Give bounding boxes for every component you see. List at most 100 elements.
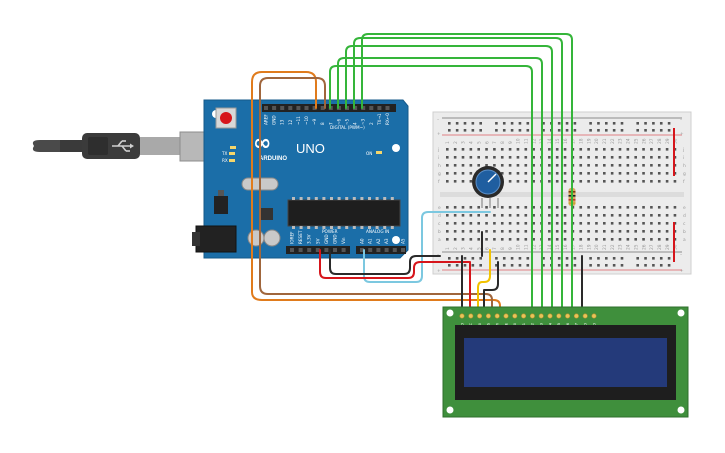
rail-hole — [495, 122, 498, 125]
digital-header-pin[interactable] — [361, 106, 366, 110]
power-header-pin[interactable] — [324, 248, 329, 252]
digital-header-pin[interactable] — [377, 106, 382, 110]
breadboard-hole — [642, 180, 645, 183]
lcd-pin[interactable] — [468, 313, 474, 319]
breadboard-hole — [516, 238, 520, 241]
digital-header-pin[interactable] — [272, 106, 277, 110]
breadboard-hole — [579, 164, 583, 167]
breadboard-column-number: 29 — [665, 138, 671, 144]
breadboard-hole — [603, 230, 606, 233]
breadboard-hole — [477, 230, 480, 233]
digital-header-pin[interactable] — [353, 106, 358, 110]
digital-header-pin[interactable] — [280, 106, 285, 110]
breadboard-hole — [485, 214, 488, 217]
lcd-pin[interactable] — [547, 313, 553, 319]
power-header-pin[interactable] — [315, 248, 320, 252]
analog-header-pin[interactable] — [401, 248, 405, 252]
rail-minus-label: – — [680, 253, 682, 258]
digital-header-pin[interactable] — [312, 106, 317, 110]
breadboard-hole — [446, 156, 449, 159]
breadboard-hole — [453, 180, 457, 183]
breadboard-hole — [555, 180, 559, 183]
digital-header-pin[interactable] — [264, 106, 268, 110]
digital-header-pin[interactable] — [304, 106, 309, 110]
lcd-pin[interactable] — [477, 313, 483, 319]
digital-header-pin[interactable] — [369, 106, 374, 110]
breadboard-hole — [453, 148, 457, 151]
digital-header-pin[interactable] — [296, 106, 301, 110]
breadboard-hole — [595, 222, 598, 225]
breadboard-hole — [524, 206, 528, 209]
analog-header-pin[interactable] — [392, 248, 397, 252]
breadboard-column-number: 25 — [633, 244, 639, 250]
atmega-chip — [287, 199, 401, 227]
breadboard-hole — [532, 238, 535, 241]
chip-pin — [299, 197, 303, 200]
reset-button-cap[interactable] — [220, 112, 232, 124]
lcd-pin[interactable] — [556, 313, 562, 319]
power-header-pin[interactable] — [341, 248, 346, 252]
lcd-pin[interactable] — [529, 313, 535, 319]
breadboard-column-number: 25 — [633, 138, 639, 144]
lcd-pin[interactable] — [521, 313, 527, 319]
lcd-pin[interactable] — [512, 313, 518, 319]
breadboard-row-letter: i — [683, 155, 684, 161]
lcd-pin[interactable] — [485, 313, 491, 319]
breadboard-hole — [665, 238, 669, 241]
rail-hole — [565, 122, 569, 125]
lcd-pin[interactable] — [494, 313, 500, 319]
breadboard-hole — [634, 180, 637, 183]
breadboard-hole — [657, 148, 661, 151]
breadboard-hole — [548, 172, 551, 175]
analog-header-pin[interactable] — [368, 248, 373, 252]
breadboard-row-letter: h — [683, 163, 686, 169]
potentiometer[interactable] — [472, 166, 504, 208]
breadboard-hole — [508, 222, 512, 225]
rail-hole — [620, 122, 624, 125]
digital-header-pin[interactable] — [320, 106, 325, 110]
digital-header-pin[interactable] — [385, 106, 390, 110]
rail-hole — [589, 264, 592, 267]
rail-hole — [636, 257, 639, 260]
lcd-pin[interactable] — [565, 313, 571, 319]
breadboard-hole — [626, 214, 630, 217]
breadboard-hole — [548, 164, 551, 167]
breadboard-hole — [477, 148, 480, 151]
breadboard-hole — [493, 230, 496, 233]
wire-green — [337, 57, 543, 319]
breadboard-hole — [516, 180, 520, 183]
lcd-pin[interactable] — [573, 313, 579, 319]
lcd-pin[interactable] — [459, 313, 465, 319]
lcd-pin[interactable] — [503, 313, 509, 319]
breadboard-hole — [618, 214, 622, 217]
lcd-pin[interactable] — [582, 313, 588, 319]
lcd-pin[interactable] — [591, 313, 597, 319]
analog-header-pin[interactable] — [360, 248, 364, 252]
breadboard-hole — [634, 214, 637, 217]
power-header-pin[interactable] — [333, 248, 337, 252]
digital-header-pin[interactable] — [288, 106, 293, 110]
chip-pin — [352, 226, 356, 229]
breadboard-column-number: 15 — [555, 244, 561, 250]
breadboard-hole — [477, 206, 480, 209]
rail-hole — [502, 122, 506, 125]
power-header-pin[interactable] — [298, 248, 303, 252]
digital-pin-label: 12 — [288, 119, 293, 125]
rail-hole — [479, 264, 482, 267]
power-header-pin[interactable] — [307, 248, 312, 252]
power-header-pin[interactable] — [290, 248, 294, 252]
breadboard-hole — [626, 172, 630, 175]
breadboard-row-letter: f — [683, 179, 685, 185]
breadboard-hole — [603, 164, 606, 167]
breadboard-hole — [650, 148, 653, 151]
breadboard-hole — [524, 180, 528, 183]
analog-header-pin[interactable] — [384, 248, 389, 252]
breadboard-column-number: 29 — [665, 244, 671, 250]
breadboard-hole — [595, 238, 598, 241]
analog-header-pin[interactable] — [376, 248, 381, 252]
breadboard-hole — [555, 156, 559, 159]
rail-minus-label: – — [437, 118, 439, 123]
lcd-pin[interactable] — [538, 313, 544, 319]
rail-hole — [589, 257, 592, 260]
chip-pin — [368, 197, 371, 200]
